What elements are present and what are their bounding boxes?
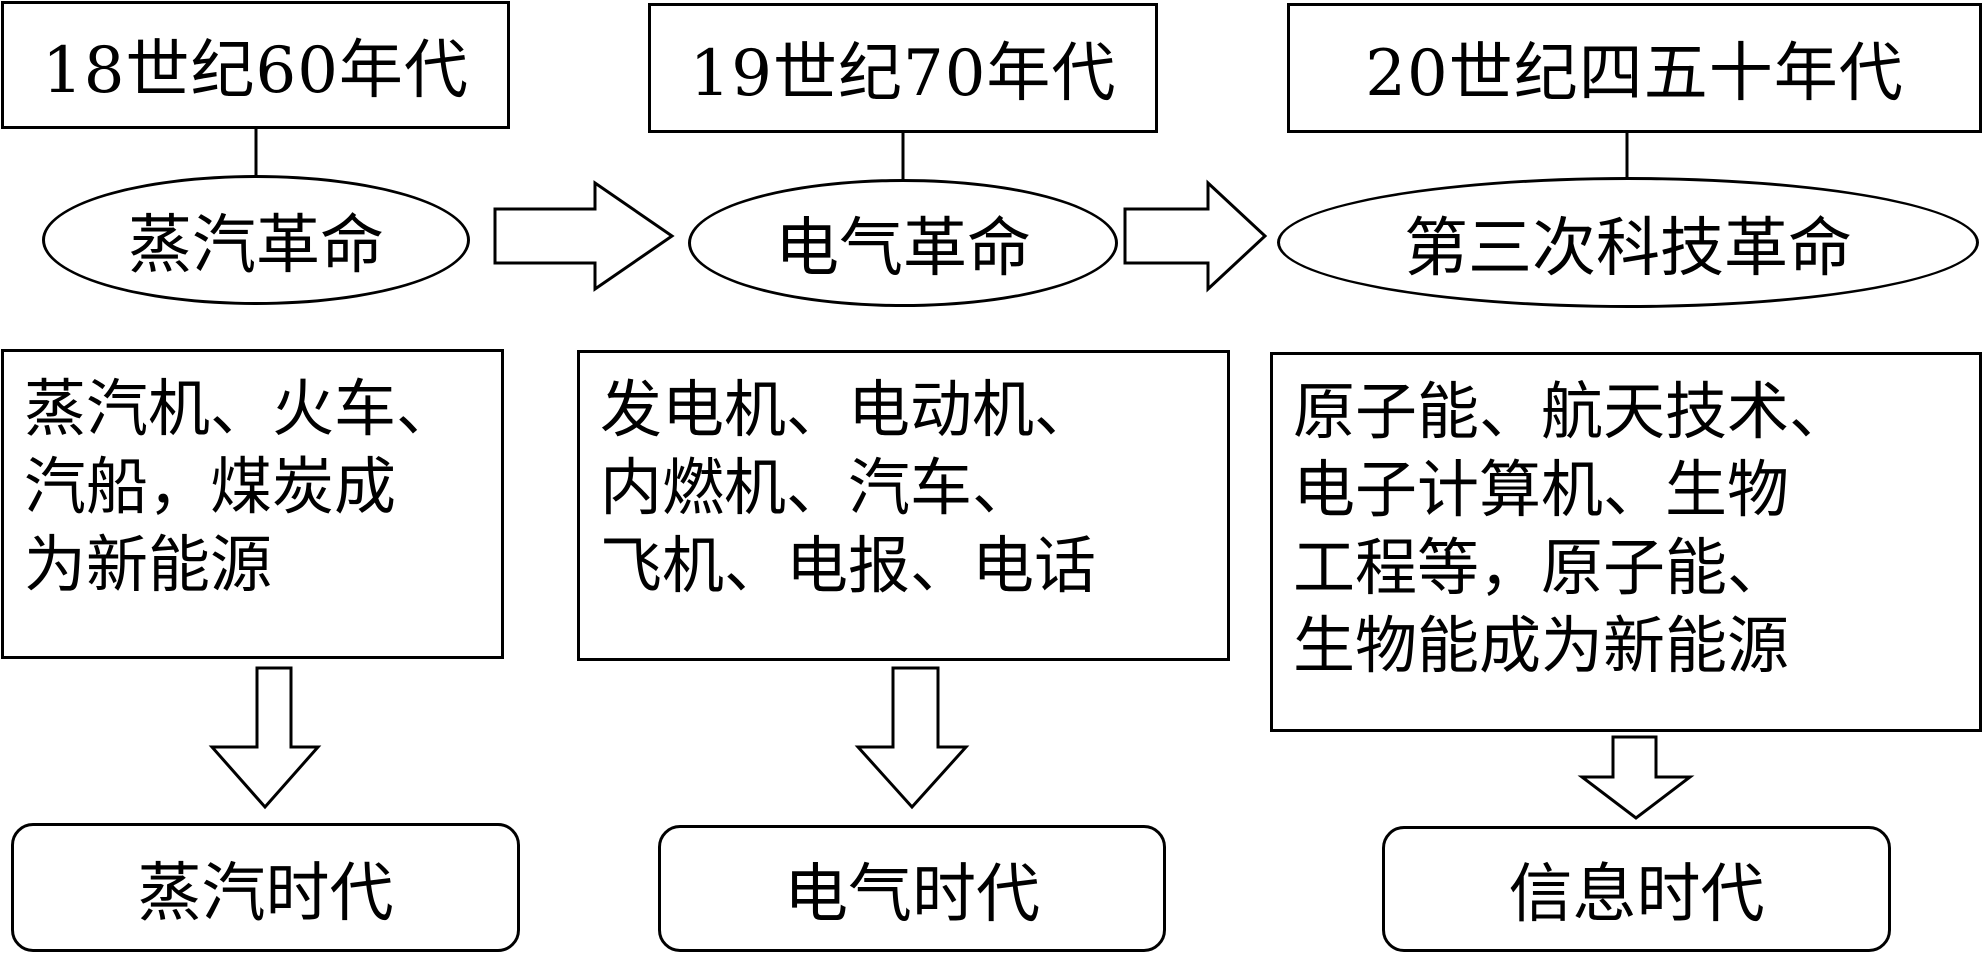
period-box-1: 18世纪60年代: [1, 1, 510, 129]
detail-line: 电子计算机、生物: [1293, 453, 1790, 526]
revolution-ellipse-3: 第三次科技革命: [1277, 177, 1979, 308]
detail-line: 汽船，煤炭成: [24, 450, 397, 523]
detail-line: 内燃机、汽车、: [600, 451, 1035, 524]
era-box-3: 信息时代: [1382, 826, 1891, 952]
detail-line: 飞机、电报、电话: [600, 529, 1097, 602]
detail-line: 发电机、电动机、: [600, 373, 1097, 446]
era-box-1: 蒸汽时代: [11, 823, 520, 952]
down-arrow-1: [208, 666, 322, 810]
detail-line: 原子能、航天技术、: [1293, 375, 1852, 448]
detail-line: 为新能源: [24, 528, 273, 601]
era-box-2: 电气时代: [658, 825, 1166, 952]
period-box-3: 20世纪四五十年代: [1287, 3, 1982, 133]
detail-box-3: 原子能、航天技术、 电子计算机、生物 工程等，原子能、 生物能成为新能源: [1270, 352, 1982, 732]
right-arrow-2: [1123, 179, 1268, 293]
detail-line: 生物能成为新能源: [1293, 609, 1790, 682]
detail-line: 蒸汽机、火车、: [24, 372, 459, 445]
down-arrow-2: [854, 666, 970, 810]
detail-line: 工程等，原子能、: [1293, 531, 1790, 604]
down-arrow-3: [1577, 735, 1695, 820]
revolution-ellipse-1: 蒸汽革命: [42, 175, 470, 305]
right-arrow-1: [493, 180, 675, 292]
period-box-2: 19世纪70年代: [648, 3, 1158, 133]
revolution-ellipse-2: 电气革命: [688, 179, 1118, 307]
detail-box-1: 蒸汽机、火车、 汽船，煤炭成 为新能源: [1, 349, 504, 659]
detail-box-2: 发电机、电动机、 内燃机、汽车、 飞机、电报、电话: [577, 350, 1230, 661]
